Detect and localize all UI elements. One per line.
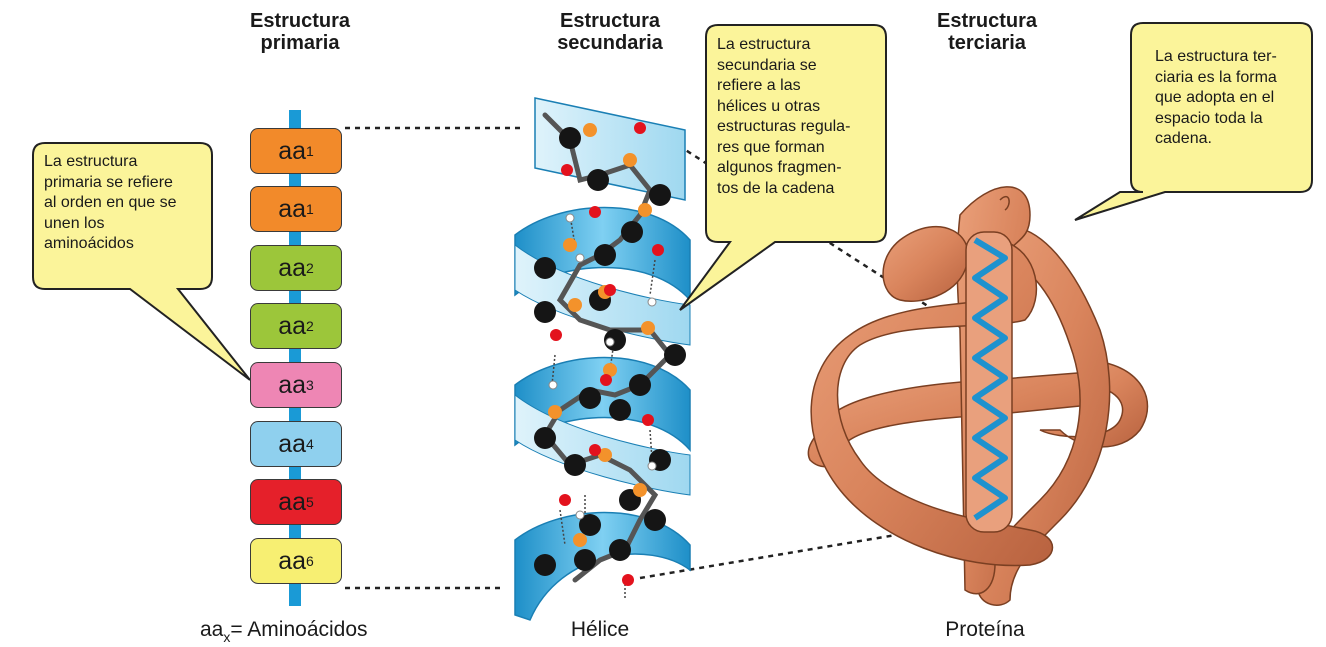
protein-caption: Proteína (915, 618, 1055, 642)
protein-inner-helix (966, 232, 1012, 532)
amino-acid-legend: aax= Aminoácidos (200, 618, 400, 645)
helix-illustration (515, 98, 690, 620)
primary-chain-backbone (289, 110, 301, 606)
helix-caption: Hélice (540, 618, 660, 642)
